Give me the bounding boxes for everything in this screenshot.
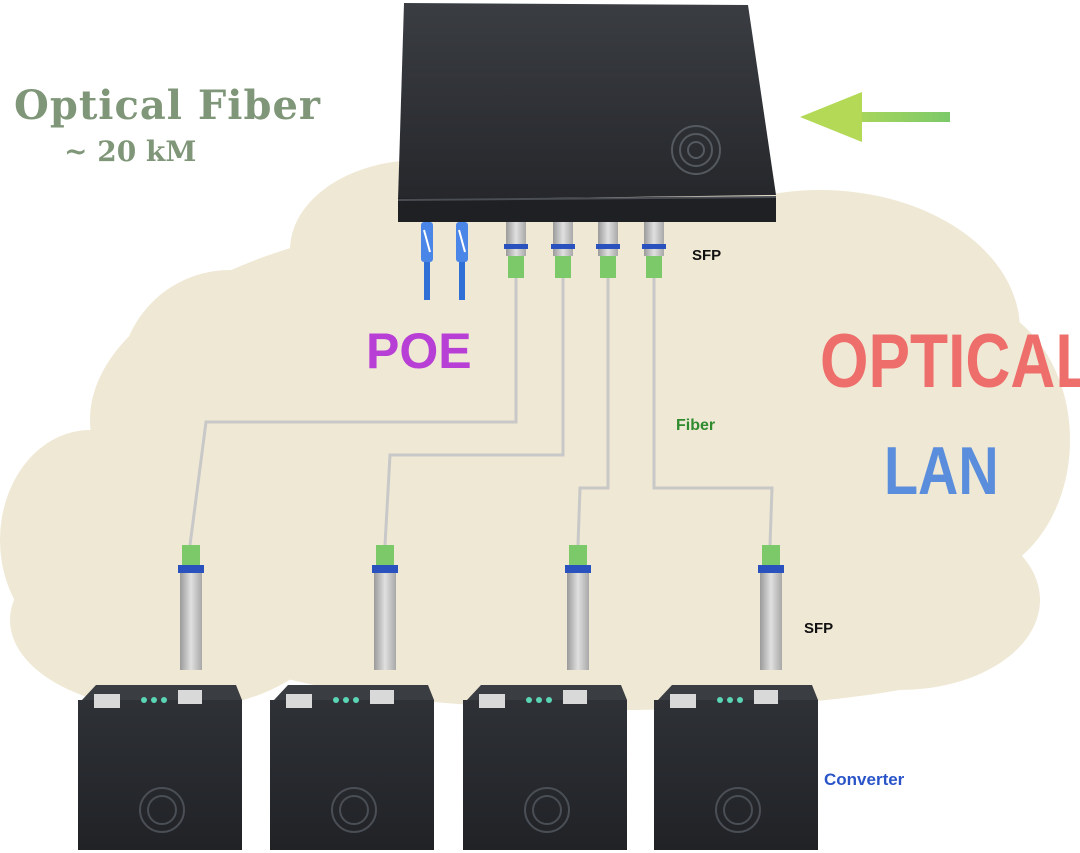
arrow-left-icon xyxy=(800,92,950,142)
fiber-cables xyxy=(188,278,774,546)
switch-sfp-modules xyxy=(504,222,666,278)
poe-label: POE xyxy=(366,323,472,379)
converter-2 xyxy=(270,545,434,850)
cloud-background xyxy=(0,140,1070,710)
fiber-label: Fiber xyxy=(676,417,716,434)
ethernet-cable-2 xyxy=(456,222,468,300)
poe-fiber-switch xyxy=(397,3,777,300)
sfp-label-top: SFP xyxy=(692,247,722,264)
converter-3 xyxy=(463,545,627,850)
converter-4 xyxy=(654,545,818,850)
optical-label: OPTICAL xyxy=(820,319,1080,404)
ethernet-cable-1 xyxy=(421,222,433,300)
lan-label: LAN xyxy=(884,433,999,509)
converter-1 xyxy=(78,545,242,850)
sfp-label-right: SFP xyxy=(804,620,834,637)
elfcam-logo-icon xyxy=(671,125,721,175)
diagram-subtitle: ~ 20 kM xyxy=(64,135,197,168)
diagram-title: Optical Fiber xyxy=(14,82,321,129)
converter-label: Converter xyxy=(824,770,905,789)
